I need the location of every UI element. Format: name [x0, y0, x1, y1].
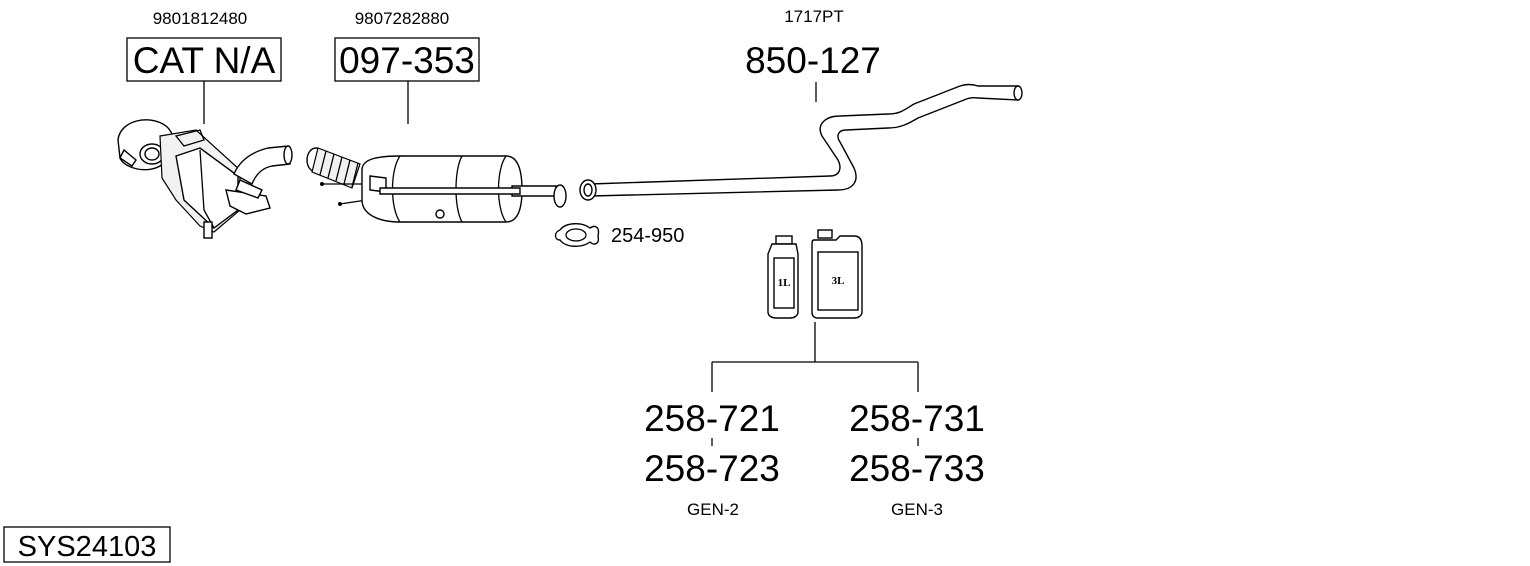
fluid-can-3l-label: 3L [832, 275, 845, 287]
fluid-connector-lines [711, 322, 919, 446]
catalytic-converter-drawing[interactable] [117, 119, 293, 239]
clamp-part-number[interactable]: 254-950 [611, 225, 684, 247]
rear-pipe-oe-number: 1717PT [784, 7, 844, 26]
rear-pipe-part-number[interactable]: 850-127 [745, 40, 881, 81]
dpf-oe-number: 9807282880 [355, 9, 450, 28]
fluid-left-generation: GEN-2 [687, 500, 739, 519]
dpf-part-box [334, 37, 480, 82]
rear-pipe-drawing[interactable] [579, 83, 1023, 201]
dpf-part-number[interactable]: 097-353 [339, 40, 475, 81]
fluid-left-bottom-part-number[interactable]: 258-723 [644, 448, 780, 489]
catalytic-part-box [126, 37, 282, 82]
clamp-drawing[interactable] [554, 223, 600, 247]
fluid-left-top-part-number[interactable]: 258-721 [644, 398, 780, 439]
system-id: SYS24103 [18, 531, 157, 563]
fluid-right-top-part-number[interactable]: 258-731 [849, 398, 985, 439]
fluid-can-1l[interactable]: 1L [767, 235, 799, 319]
fluid-right-bottom-part-number[interactable]: 258-733 [849, 448, 985, 489]
fluid-can-3l[interactable]: 3L [811, 229, 863, 319]
catalytic-part-number[interactable]: CAT N/A [133, 40, 276, 81]
dpf-silencer-drawing[interactable] [306, 147, 567, 223]
fluid-can-1l-label: 1L [778, 277, 791, 289]
catalytic-oe-number: 9801812480 [153, 9, 248, 28]
system-id-box [3, 526, 171, 563]
fluid-right-generation: GEN-3 [891, 500, 943, 519]
